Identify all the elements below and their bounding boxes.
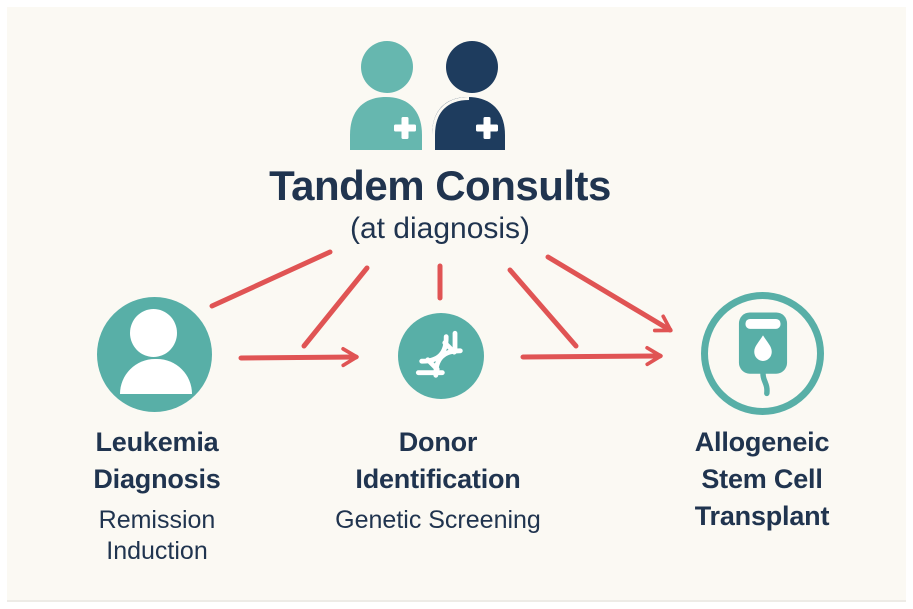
dna-icon: [415, 330, 463, 378]
node-title-line: Diagnosis: [93, 464, 221, 494]
blood-drop-icon: [753, 334, 772, 361]
patient-head: [130, 309, 177, 357]
line-consult-to-right-gap: [507, 267, 579, 349]
node-subtitle-line: Remission: [98, 506, 216, 534]
line-consult-to-left-gap: [301, 265, 370, 349]
label-leukemia-diagnosis: Leukemia Diagnosis Remission Induction: [7, 424, 307, 567]
node-title-line: Leukemia: [95, 427, 219, 457]
line-consult-to-diagnosis: [209, 249, 333, 309]
medical-cross-icon: [476, 117, 498, 139]
arrow-donor-to-transplant: [520, 346, 663, 367]
page-title: Tandem Consults: [269, 162, 611, 209]
arrow-consult-to-transplant: [545, 254, 673, 333]
node-subtitle: Genetic Screening: [335, 506, 541, 534]
node-allogeneic-stem-cell-transplant: [701, 292, 824, 415]
page-subtitle: (at diagnosis): [349, 212, 531, 245]
doctor-figure-navy: [432, 41, 505, 150]
iv-bag-icon: [738, 311, 787, 396]
node-title-line: Allogeneic: [694, 427, 830, 457]
node-leukemia-diagnosis: [97, 297, 212, 412]
label-donor-identification: Donor Identification Genetic Screening: [288, 424, 588, 536]
node-donor-identification: [398, 313, 484, 399]
arrow-diagnosis-to-donor: [238, 347, 359, 368]
node-title-line: Donor: [398, 427, 478, 457]
doctor-figure-teal: [350, 41, 422, 150]
node-title-line: Stem Cell: [701, 464, 823, 494]
iv-tube: [759, 370, 770, 396]
label-allogeneic-stem-cell-transplant: Allogeneic Stem Cell Transplant: [612, 424, 912, 535]
node-title-line: Identification: [355, 464, 521, 494]
patient-body: [120, 359, 192, 394]
tandem-doctors-icon: [350, 41, 505, 150]
node-title-line: Transplant: [694, 501, 830, 531]
medical-cross-icon: [394, 117, 416, 139]
iv-bag-slot: [745, 318, 780, 329]
node-subtitle-line: Induction: [106, 537, 208, 565]
node-subtitle: Remission Induction: [7, 505, 307, 567]
